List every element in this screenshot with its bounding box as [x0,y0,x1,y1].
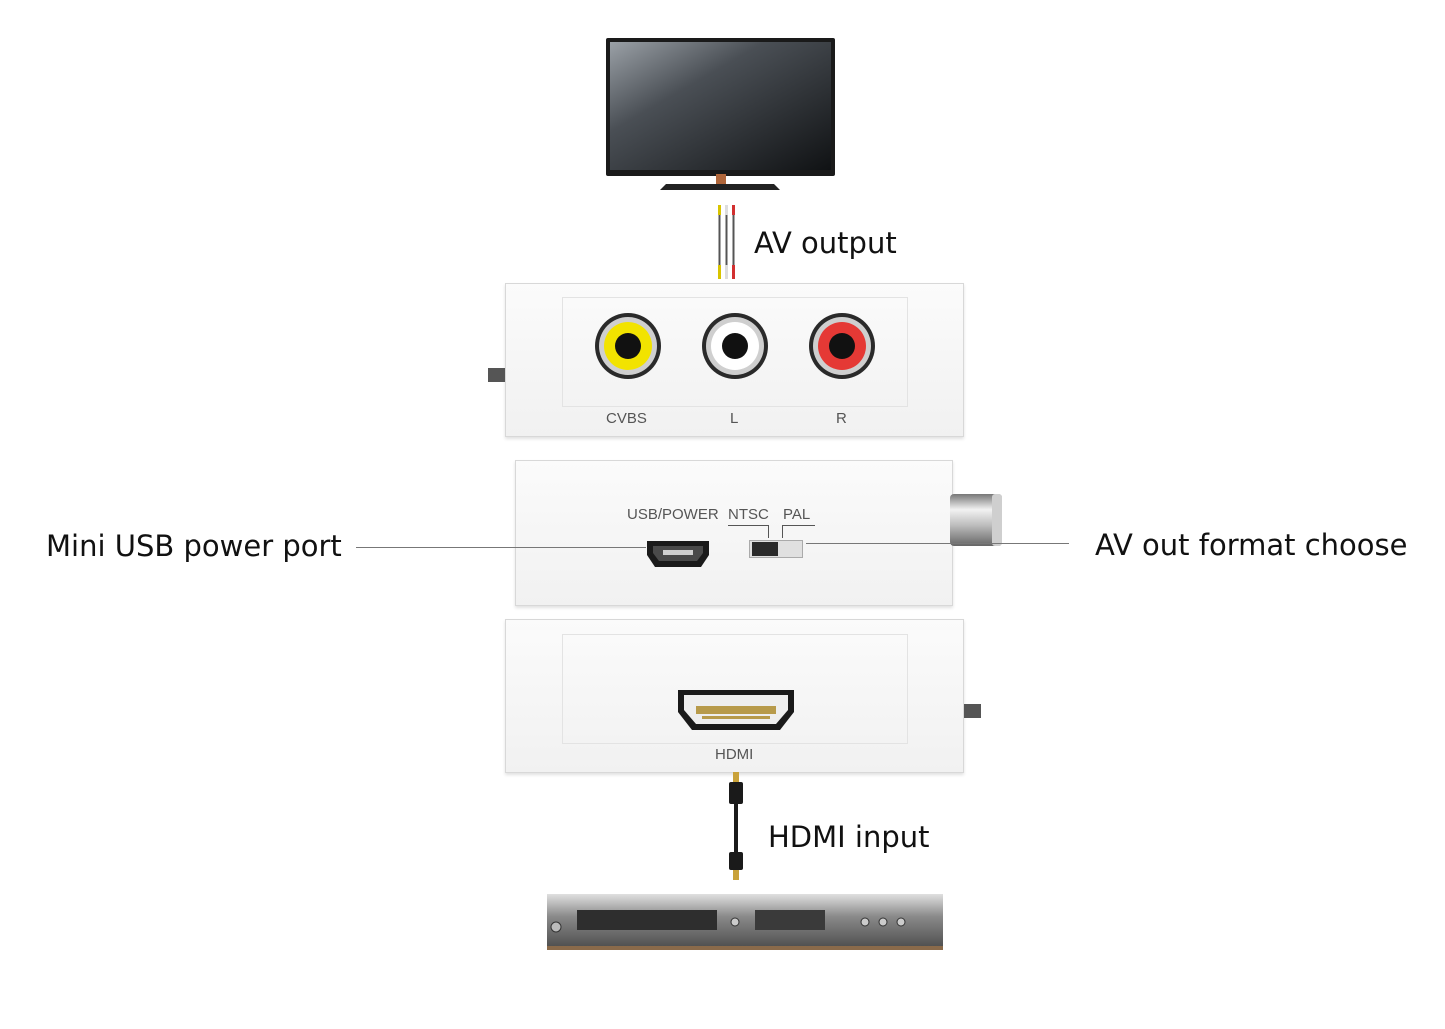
side-plug-icon [950,494,1002,546]
rca-cable-icon [718,205,735,279]
ntsc-label: NTSC [728,506,769,523]
television-icon [606,38,835,190]
dvd-player-icon [547,894,943,950]
hdmi-label: HDMI [715,746,754,763]
cvbs-jack [595,313,661,379]
format-switch[interactable] [749,540,803,558]
side-switch-nub [488,368,505,382]
side-control-panel: USB/POWER NTSC PAL [515,460,953,606]
av-port-frame [562,297,908,407]
usb-power-callout: Mini USB power port [46,529,342,563]
left-audio-jack [702,313,768,379]
hdmi-cable-icon [729,772,743,880]
ntsc-pal-bracket [728,525,769,538]
format-switch-knob[interactable] [752,542,778,556]
right-label: R [836,410,847,427]
format-leader-line [806,543,1069,544]
usb-leader-line [356,547,646,548]
mini-usb-port [647,541,709,567]
side-switch-nub-right [964,704,981,718]
pal-bracket [782,525,815,538]
hdmi-input-callout: HDMI input [768,820,930,854]
av-output-panel: CVBS L R [488,283,964,437]
av-output-label: AV output [754,226,897,260]
format-choose-callout: AV out format choose [1095,528,1408,562]
usb-power-label: USB/POWER [627,506,719,523]
right-audio-jack [809,313,875,379]
cvbs-label: CVBS [606,410,647,427]
hdmi-port [678,690,794,730]
left-label: L [730,410,739,427]
hdmi-port-frame [562,634,908,744]
pal-label: PAL [783,506,811,523]
hdmi-input-panel: HDMI [505,619,981,773]
